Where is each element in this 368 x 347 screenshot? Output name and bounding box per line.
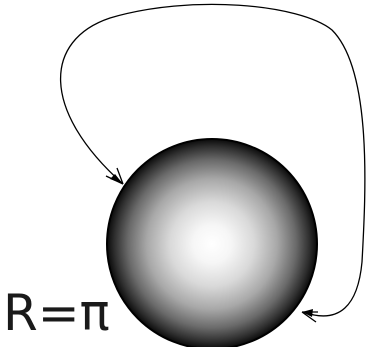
arrowhead-icon <box>301 309 318 323</box>
radius-label: R=π <box>3 284 110 342</box>
sphere <box>106 138 318 347</box>
loop-curve <box>59 3 366 317</box>
arrowhead-icon <box>105 167 124 185</box>
